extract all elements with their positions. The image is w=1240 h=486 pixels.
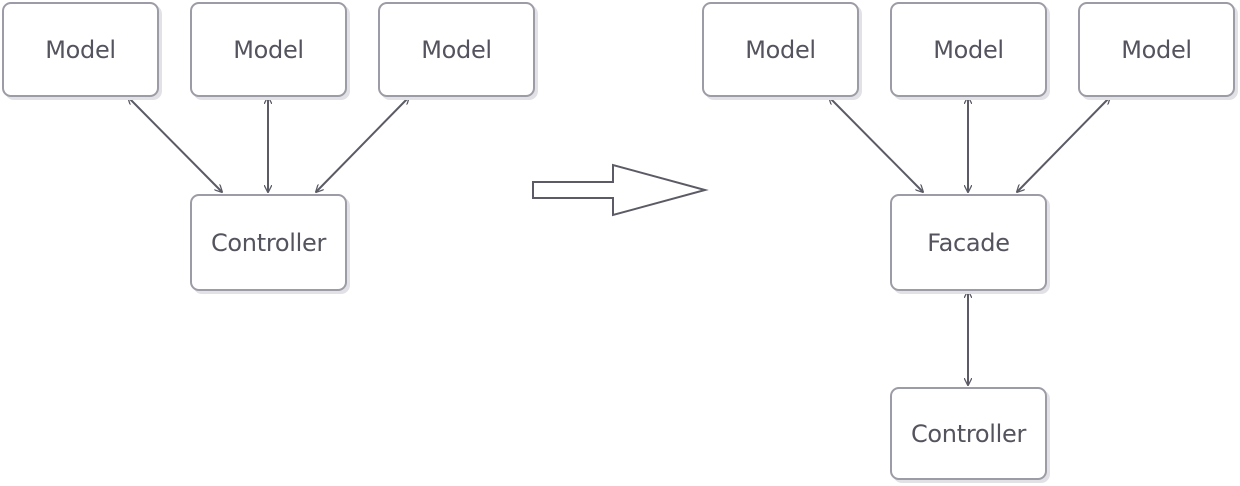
node-label: Controller [210, 228, 327, 257]
before-model-box-1: Model [2, 2, 159, 97]
after-connector-model-1 [829, 97, 923, 192]
after-connector-model-3 [1017, 97, 1110, 192]
after-model-box-3: Model [1078, 2, 1235, 97]
node-label: Model [421, 35, 492, 64]
before-connector-model-3 [316, 97, 409, 192]
node-label: Model [933, 35, 1004, 64]
before-model-box-3: Model [378, 2, 535, 97]
node-label: Controller [910, 419, 1027, 448]
after-model-box-2: Model [890, 2, 1047, 97]
node-label: Model [233, 35, 304, 64]
before-connector-model-1 [128, 97, 222, 192]
node-label: Model [45, 35, 116, 64]
after-facade-box: Facade [890, 194, 1047, 291]
node-label: Model [1121, 35, 1192, 64]
node-label: Model [745, 35, 816, 64]
before-controller-box: Controller [190, 194, 347, 291]
node-label: Facade [927, 228, 1010, 257]
after-model-box-1: Model [702, 2, 859, 97]
right-hollow-arrow-icon [532, 163, 709, 217]
after-controller-box: Controller [890, 387, 1047, 480]
before-model-box-2: Model [190, 2, 347, 97]
